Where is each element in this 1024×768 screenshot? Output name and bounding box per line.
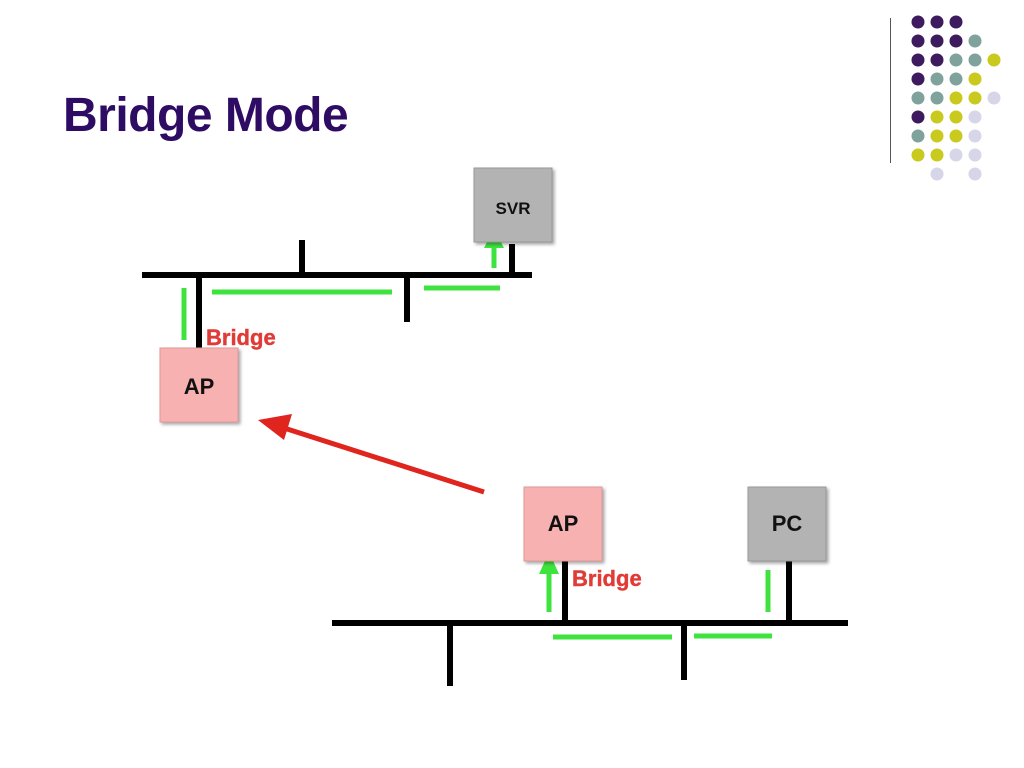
pc-box: PC	[747, 486, 827, 562]
decorative-dot	[930, 167, 944, 181]
decorative-dot	[949, 129, 963, 143]
decorative-dot	[911, 53, 925, 67]
decorative-dot	[930, 91, 944, 105]
bottom-bridge-label: Bridge	[572, 566, 642, 591]
decorative-dot	[930, 15, 944, 29]
decorative-dot	[968, 129, 982, 143]
decorative-dot	[930, 53, 944, 67]
decorative-dot	[930, 148, 944, 162]
decorative-dot	[949, 91, 963, 105]
decorative-dot	[911, 110, 925, 124]
decorative-dot	[949, 148, 963, 162]
decorative-dot	[949, 110, 963, 124]
bottom-network: AP PC Bridge	[332, 486, 848, 686]
pc-label: PC	[772, 511, 803, 536]
decorative-dot	[911, 91, 925, 105]
decorative-dot	[968, 72, 982, 86]
bottom-flow-up-arrow	[539, 552, 559, 612]
decorative-dot	[987, 53, 1001, 67]
decorative-dot	[911, 15, 925, 29]
top-ap-label: AP	[184, 374, 215, 399]
decorative-dot	[949, 15, 963, 29]
decorative-dot	[968, 34, 982, 48]
decorative-dot	[930, 129, 944, 143]
decorative-dot	[911, 129, 925, 143]
decorative-dot	[930, 72, 944, 86]
decorative-dot	[968, 148, 982, 162]
decorative-dot	[968, 53, 982, 67]
bottom-ap-box: AP	[523, 486, 603, 562]
decorative-dot	[911, 34, 925, 48]
decorative-dot	[930, 34, 944, 48]
decorative-dot	[949, 72, 963, 86]
decorative-dot	[968, 110, 982, 124]
decorative-dot-grid	[911, 15, 1001, 181]
decorative-dot	[949, 53, 963, 67]
top-bridge-label: Bridge	[206, 325, 276, 350]
decorative-dot	[911, 148, 925, 162]
decorative-dot	[968, 167, 982, 181]
decorative-dot	[930, 110, 944, 124]
decorative-dot	[949, 34, 963, 48]
top-network: SVR AP Bridge	[142, 167, 553, 423]
slide-title: Bridge Mode	[63, 89, 349, 142]
decorative-dot	[968, 91, 982, 105]
top-ap-box: AP	[159, 347, 239, 423]
title-divider	[890, 18, 891, 163]
bottom-ap-label: AP	[548, 511, 579, 536]
decorative-dot	[987, 91, 1001, 105]
decorative-dot	[911, 72, 925, 86]
server-label: SVR	[496, 199, 531, 218]
server-box: SVR	[473, 167, 553, 243]
bridge-link-arrow	[258, 414, 485, 495]
